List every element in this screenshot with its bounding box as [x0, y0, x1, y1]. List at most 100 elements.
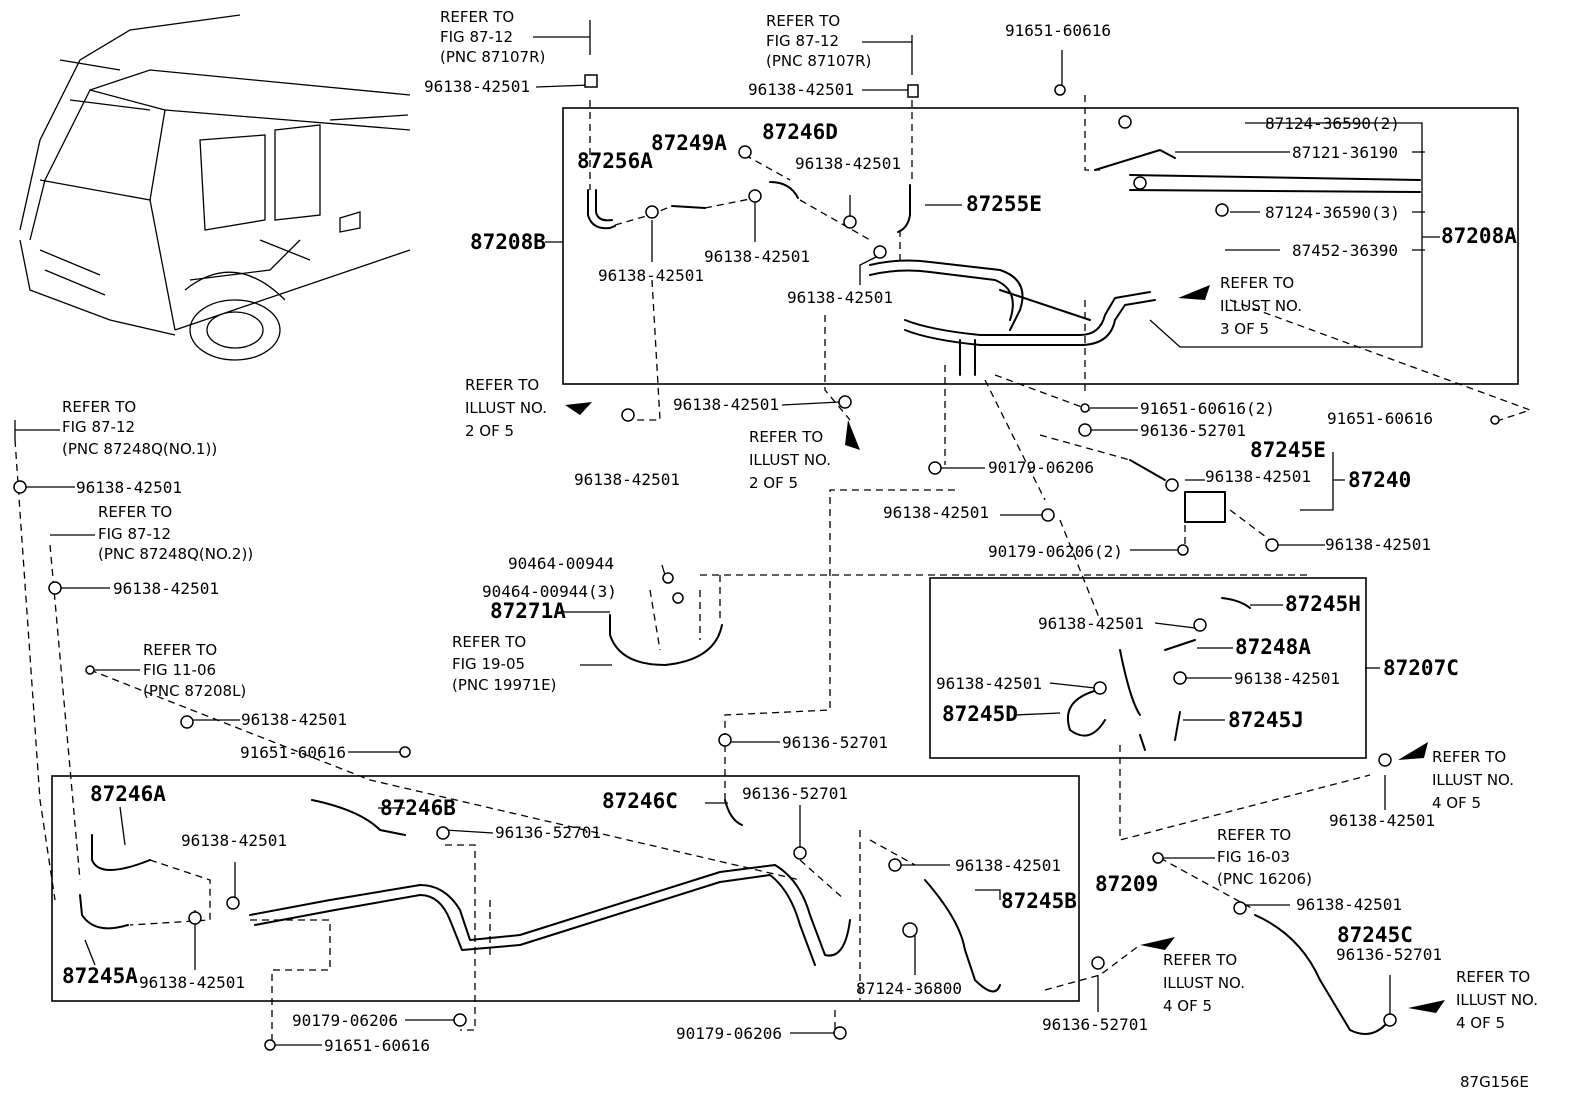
- hose-87245D-loop[interactable]: [1067, 689, 1106, 737]
- pipe-assembly-87208[interactable]: [869, 259, 1156, 376]
- label-96138-42501[interactable]: 96138-42501: [748, 80, 854, 99]
- hose-87245J[interactable]: [1174, 711, 1181, 741]
- label-96138-42501[interactable]: 96138-42501: [787, 288, 893, 307]
- code-87208A[interactable]: 87208A: [1441, 224, 1517, 248]
- code-87256A[interactable]: 87256A: [577, 149, 653, 173]
- code-87271A[interactable]: 87271A: [490, 599, 566, 623]
- refer-illust-4b: REFER TO ILLUST NO. 4 OF 5: [1163, 951, 1250, 1015]
- hose-87245B[interactable]: [924, 879, 1001, 993]
- label-96138-42501[interactable]: 96138-42501: [76, 478, 182, 497]
- code-87248A[interactable]: 87248A: [1235, 635, 1311, 659]
- label-87124-36590[interactable]: 87124-36590(2): [1265, 114, 1400, 133]
- label-91651-60616[interactable]: 91651-60616: [324, 1036, 430, 1055]
- label-87452-36390[interactable]: 87452-36390: [1292, 241, 1398, 260]
- label-96136-52701[interactable]: 96136-52701: [1336, 945, 1442, 964]
- label-96136-52701[interactable]: 96136-52701: [742, 784, 848, 803]
- code-87246C[interactable]: 87246C: [602, 789, 678, 813]
- label-96138-42501[interactable]: 96138-42501: [1234, 669, 1340, 688]
- label-87124-36590-3[interactable]: 87124-36590(3): [1265, 203, 1400, 222]
- code-87246A[interactable]: 87246A: [90, 782, 166, 806]
- refer-fig-87-12-c: REFER TO FIG 87-12 (PNC 87248Q(NO.1)): [62, 398, 217, 458]
- label-96138-42501[interactable]: 96138-42501: [1205, 467, 1311, 486]
- code-87245E[interactable]: 87245E: [1250, 438, 1326, 462]
- code-87249A[interactable]: 87249A: [651, 131, 727, 155]
- code-87209[interactable]: 87209: [1095, 872, 1158, 896]
- hose-87249A[interactable]: [671, 205, 706, 209]
- label-90464-00944[interactable]: 90464-00944: [508, 554, 614, 573]
- hose-87255E[interactable]: [897, 184, 911, 233]
- label-96136-52701[interactable]: 96136-52701: [782, 733, 888, 752]
- label-90464-00944-3[interactable]: 90464-00944(3): [482, 582, 617, 601]
- code-87246D[interactable]: 87246D: [762, 120, 838, 144]
- code-87240[interactable]: 87240: [1348, 468, 1411, 492]
- label-87121-36190[interactable]: 87121-36190: [1292, 143, 1398, 162]
- fastener-symbols: [13, 74, 1500, 1051]
- hose-87246D[interactable]: [769, 181, 799, 199]
- hose-87246B[interactable]: [311, 799, 406, 836]
- code-87245C[interactable]: 87245C: [1337, 923, 1413, 947]
- label-90179-06206[interactable]: 90179-06206: [676, 1024, 782, 1043]
- code-87255E[interactable]: 87255E: [966, 192, 1042, 216]
- pipe-assembly-87209[interactable]: [249, 864, 851, 966]
- code-87245B[interactable]: 87245B: [1001, 889, 1077, 913]
- label-91651-60616[interactable]: 91651-60616: [1005, 21, 1111, 40]
- label-96138-42501[interactable]: 96138-42501: [1038, 614, 1144, 633]
- refer-illust-3: REFER TO ILLUST NO. 3 OF 5: [1220, 274, 1307, 338]
- hose-87246C[interactable]: [724, 799, 743, 826]
- refer-illust-2b: REFER TO ILLUST NO. 2 OF 5: [749, 428, 836, 492]
- label-96138-42501[interactable]: 96138-42501: [113, 579, 219, 598]
- label-96138-42501[interactable]: 96138-42501: [673, 395, 779, 414]
- refer-fig-87-12-b: REFER TO FIG 87-12 (PNC 87107R): [766, 12, 871, 70]
- code-87245J[interactable]: 87245J: [1228, 708, 1304, 732]
- label-96138-42501[interactable]: 96138-42501: [574, 470, 680, 489]
- label-96138-42501[interactable]: 96138-42501: [1329, 811, 1435, 830]
- dashed-connections: [14, 95, 1532, 1040]
- part-number-labels: 96138-42501 96138-42501 91651-60616 8712…: [76, 21, 1442, 1055]
- hose-87256A[interactable]: [587, 189, 616, 230]
- hose-87245E[interactable]: [1129, 459, 1166, 481]
- label-90179-06206-2[interactable]: 90179-06206(2): [988, 542, 1123, 561]
- label-96138-42501[interactable]: 96138-42501: [1296, 895, 1402, 914]
- code-87245A[interactable]: 87245A: [62, 964, 138, 988]
- label-96138-42501[interactable]: 96138-42501: [181, 831, 287, 850]
- label-91651-60616[interactable]: 91651-60616: [240, 743, 346, 762]
- wire-87271A[interactable]: [609, 614, 723, 666]
- label-96138-42501[interactable]: 96138-42501: [241, 710, 347, 729]
- label-96138-42501[interactable]: 96138-42501: [936, 674, 1042, 693]
- label-96138-42501[interactable]: 96138-42501: [598, 266, 704, 285]
- label-96138-42501[interactable]: 96138-42501: [883, 503, 989, 522]
- leader-lines: [14, 20, 1500, 1046]
- code-87246B[interactable]: 87246B: [380, 796, 456, 820]
- hose-87245C[interactable]: [1254, 914, 1386, 1035]
- label-96138-42501[interactable]: 96138-42501: [139, 973, 245, 992]
- label-96138-42501[interactable]: 96138-42501: [955, 856, 1061, 875]
- hose-87245A[interactable]: [79, 894, 129, 930]
- bracket-87121: [1094, 149, 1421, 193]
- refer-fig-87-12-a: REFER TO FIG 87-12 (PNC 87107R): [440, 8, 545, 66]
- label-87124-36800[interactable]: 87124-36800: [856, 979, 962, 998]
- label-96136-52701[interactable]: 96136-52701: [1042, 1015, 1148, 1034]
- label-96136-52701[interactable]: 96136-52701: [1140, 421, 1246, 440]
- label-90179-06206[interactable]: 90179-06206: [292, 1011, 398, 1030]
- code-87207C[interactable]: 87207C: [1383, 656, 1459, 680]
- label-96138-42501[interactable]: 96138-42501: [704, 247, 810, 266]
- code-87208B[interactable]: 87208B: [470, 230, 546, 254]
- hose-87248A[interactable]: [1164, 639, 1196, 651]
- label-91651-60616[interactable]: 91651-60616: [1327, 409, 1433, 428]
- label-96136-52701[interactable]: 96136-52701: [495, 823, 601, 842]
- label-96138-42501[interactable]: 96138-42501: [424, 77, 530, 96]
- label-91651-60616-2[interactable]: 91651-60616(2): [1140, 399, 1275, 418]
- label-90179-06206[interactable]: 90179-06206: [988, 458, 1094, 477]
- hose-87245D[interactable]: [1119, 649, 1141, 716]
- label-96138-42501[interactable]: 96138-42501: [795, 154, 901, 173]
- hose-87245H[interactable]: [1221, 597, 1251, 609]
- refer-fig-19-05: REFER TO FIG 19-05 (PNC 19971E): [452, 633, 556, 694]
- valve-87240[interactable]: [1184, 491, 1226, 523]
- vehicle-illustration: [19, 14, 411, 361]
- label-96138-42501[interactable]: 96138-42501: [1325, 535, 1431, 554]
- hose-87246A[interactable]: [91, 834, 151, 871]
- code-87245H[interactable]: 87245H: [1285, 592, 1361, 616]
- code-87245D[interactable]: 87245D: [942, 702, 1018, 726]
